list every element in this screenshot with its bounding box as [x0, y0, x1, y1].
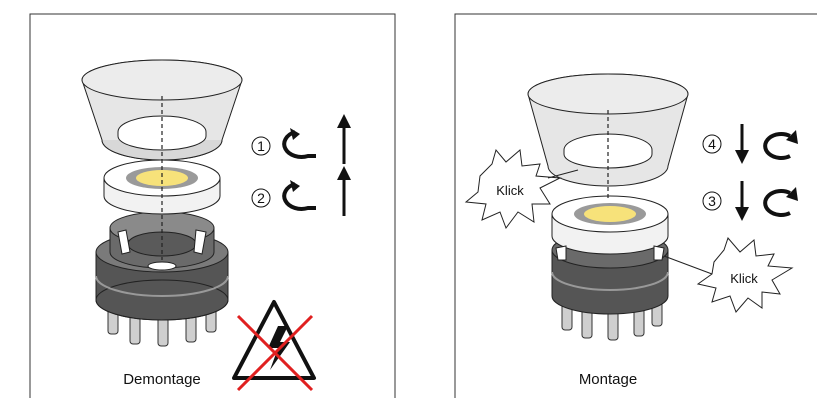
step-number: 4	[708, 136, 716, 152]
crossed-out-high-voltage-icon	[234, 302, 314, 390]
klick-label: Klick	[730, 271, 758, 286]
step-3: 3	[703, 181, 798, 221]
rotate-cw-icon	[765, 134, 790, 158]
step-number: 3	[708, 193, 716, 209]
panel-caption: Montage	[579, 371, 637, 388]
klick-callout: Klick	[664, 238, 792, 312]
socket-base	[96, 212, 228, 320]
step-number: 2	[257, 190, 265, 206]
panel-demontage: 1 2 Demontage	[30, 14, 395, 398]
klick-label: Klick	[496, 183, 524, 198]
rotate-ccw-icon	[284, 184, 316, 209]
rotate-ccw-icon	[284, 132, 316, 157]
rotate-cw-icon	[765, 191, 790, 215]
panel-caption: Demontage	[123, 371, 201, 388]
step-number: 1	[257, 138, 265, 154]
panel-montage: 4 3 Klick Klick Montage	[455, 14, 817, 398]
step-2: 2	[252, 166, 351, 216]
step-4: 4	[703, 124, 798, 164]
step-1: 1	[252, 114, 351, 164]
